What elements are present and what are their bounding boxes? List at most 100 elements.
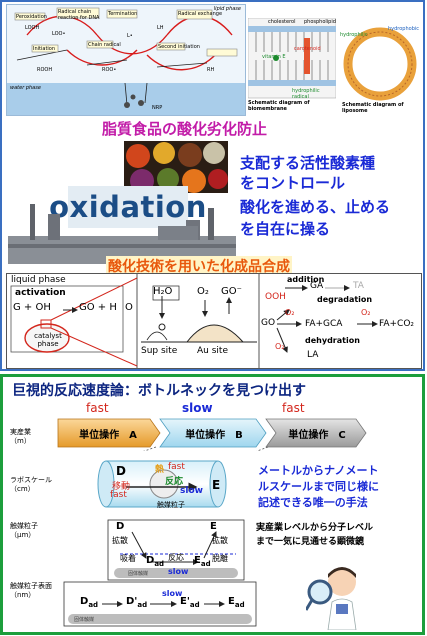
tube-slow: slow (180, 486, 203, 496)
particle-ead-letter: E (194, 555, 201, 566)
particle-ead-sub: ad (200, 560, 211, 568)
degradation-label: degradation (317, 295, 373, 304)
row-surface: 触媒粒子表面 （nm） (10, 582, 52, 600)
catalysis-diagram: liquid phase activation G + OH GO + H O … (6, 273, 422, 369)
particle-dad-letter: D (146, 555, 155, 566)
speed-fast-a: fast (86, 401, 109, 415)
equation-mid: GO + H (79, 302, 117, 313)
label-loo: LOO• (52, 31, 66, 37)
control-line-2: をコントロール (240, 174, 346, 192)
particle-e: E (210, 521, 217, 532)
surface-dad-sub: ad (88, 601, 99, 609)
label-vitamin-e: vitamin E (262, 54, 286, 60)
label-rooh: ROOH (37, 67, 53, 73)
tube-heat: 熱 (155, 465, 165, 475)
scientist-illustration (306, 567, 357, 630)
label-second-initiation: Second initiation (158, 44, 200, 50)
unit-op-shapes (57, 418, 367, 451)
row-lab-unit: （cm） (10, 485, 35, 493)
label-lh: LH (157, 25, 164, 31)
scale-message-2: ルスケールまで同じ様に (258, 480, 379, 493)
scale-message-1: メートルからナノメート (258, 464, 379, 477)
particle-slow: slow (168, 567, 189, 576)
row-industry-name: 実産業 (10, 428, 31, 436)
particle-adsorb: 吸着 (120, 554, 136, 563)
liposome-schematic: hydrophobic hydrophilic Schematic diagra… (340, 24, 420, 114)
row-surface-name: 触媒粒子表面 (10, 582, 52, 590)
row-lab: ラボスケール （cm） (10, 476, 52, 494)
label-hydrophilic-radical: hydrophilic radical (292, 88, 320, 100)
label-termination: Termination (108, 11, 138, 17)
fa-gca-label: FA+GCA (305, 319, 343, 329)
membrane-caption: Schematic diagram of biomembrane (248, 100, 310, 112)
factory-photo (8, 196, 236, 264)
kinetics-title: 巨視的反応速度論：ボトルネックを見つけ出す (12, 383, 306, 399)
row-particle-name: 触媒粒子 (10, 522, 38, 530)
addition-label: addition (287, 275, 325, 284)
surface-dad2-sub: ad (137, 601, 148, 609)
surface-dad2: D'ad (126, 596, 147, 609)
go-minus-label: GO⁻ (221, 286, 242, 297)
label-cholesterol: cholesterol (268, 19, 296, 25)
lipid-oxidation-schematic: lipid phase Peroxidation Radical chain r… (6, 4, 246, 116)
surface-ead: Ead (228, 596, 245, 609)
unit-op-b: 単位操作 B (185, 429, 243, 441)
label-radical-exchange: Radical exchange (178, 11, 223, 17)
go-label: GO (261, 318, 276, 328)
o2-gamma-label: O₂ (361, 308, 371, 317)
o2-alpha-label: O₂ (285, 308, 295, 317)
particle-dad-sub: ad (154, 560, 165, 568)
microscope-message-2: まで一気に見通せる顕微鏡 (256, 537, 365, 547)
particle-diff1: 拡散 (112, 536, 128, 545)
tube-fast-low: fast (110, 490, 127, 500)
label-initiation: Initiation (33, 46, 56, 52)
dehydration-label: dehydration (305, 336, 360, 345)
tube-particle-label: 触媒粒子 (157, 501, 185, 509)
sup-site-label: Sup site (141, 346, 178, 356)
oxidation-word-box: oxidation (49, 186, 206, 228)
tube-e: E (212, 478, 221, 492)
lipid-phase-label: lipid phase (213, 6, 241, 12)
fa-co2-label: FA+CO₂ (379, 319, 415, 329)
control-line-4: を自在に操る (240, 220, 331, 238)
label-carotenoid: carotenoid (294, 46, 321, 52)
control-line-1: 支配する活性酸素種 (240, 154, 376, 172)
surface-slow: slow (162, 589, 183, 598)
activation-label: activation (15, 288, 66, 298)
label-looh: LOOH (25, 25, 40, 31)
liquid-phase-label: liquid phase (11, 275, 66, 285)
unit-op-c: 単位操作 C (288, 429, 346, 441)
lipid-food-heading: 脂質食品の酸化劣化防止 (102, 120, 268, 138)
particle-react: 反応 (168, 553, 184, 562)
surface-ead-letter: E (228, 596, 235, 607)
o2-beta-label: O₂ (275, 342, 285, 351)
o2-label: O₂ (197, 286, 209, 297)
surface-dad-letter: D (80, 596, 89, 607)
label-peroxidation: Peroxidation (16, 14, 47, 20)
particle-d: D (116, 521, 125, 532)
label-nrp: NRP (152, 105, 163, 111)
ta-label: TA (353, 281, 364, 291)
catalysis-lines (10, 274, 378, 368)
row-lab-name: ラボスケール (10, 476, 52, 484)
biomembrane-schematic: cholesterol phospholipid vitamin E carot… (247, 17, 337, 114)
ooh-label: OOH (265, 292, 286, 302)
scale-message-3: 記述できる唯一の手法 (258, 496, 368, 509)
tube-d: D (116, 464, 126, 478)
row-surface-unit: （nm） (10, 591, 36, 599)
particle-ead: Ead (194, 555, 211, 568)
particle-dad: Dad (146, 555, 164, 568)
control-line-3: 酸化を進める、止める (240, 198, 391, 216)
particle-solid: 固体触媒 (128, 571, 149, 577)
row-industry: 実産業 （m） (10, 428, 31, 446)
label-hydrophobic: hydrophobic (388, 26, 420, 32)
label-radical-chain: Radical chain reaction for DNA (58, 9, 100, 21)
la-label: LA (307, 350, 319, 360)
row-particle: 触媒粒子 （μm） (10, 522, 38, 540)
liposome-figure (343, 27, 417, 101)
surface-diagram (63, 581, 257, 627)
h2o-label: H₂O (153, 286, 173, 297)
liposome-caption: Schematic diagram of liposome (342, 102, 404, 114)
speed-fast-c: fast (282, 401, 305, 415)
surface-dad2-letter: D' (126, 596, 138, 607)
